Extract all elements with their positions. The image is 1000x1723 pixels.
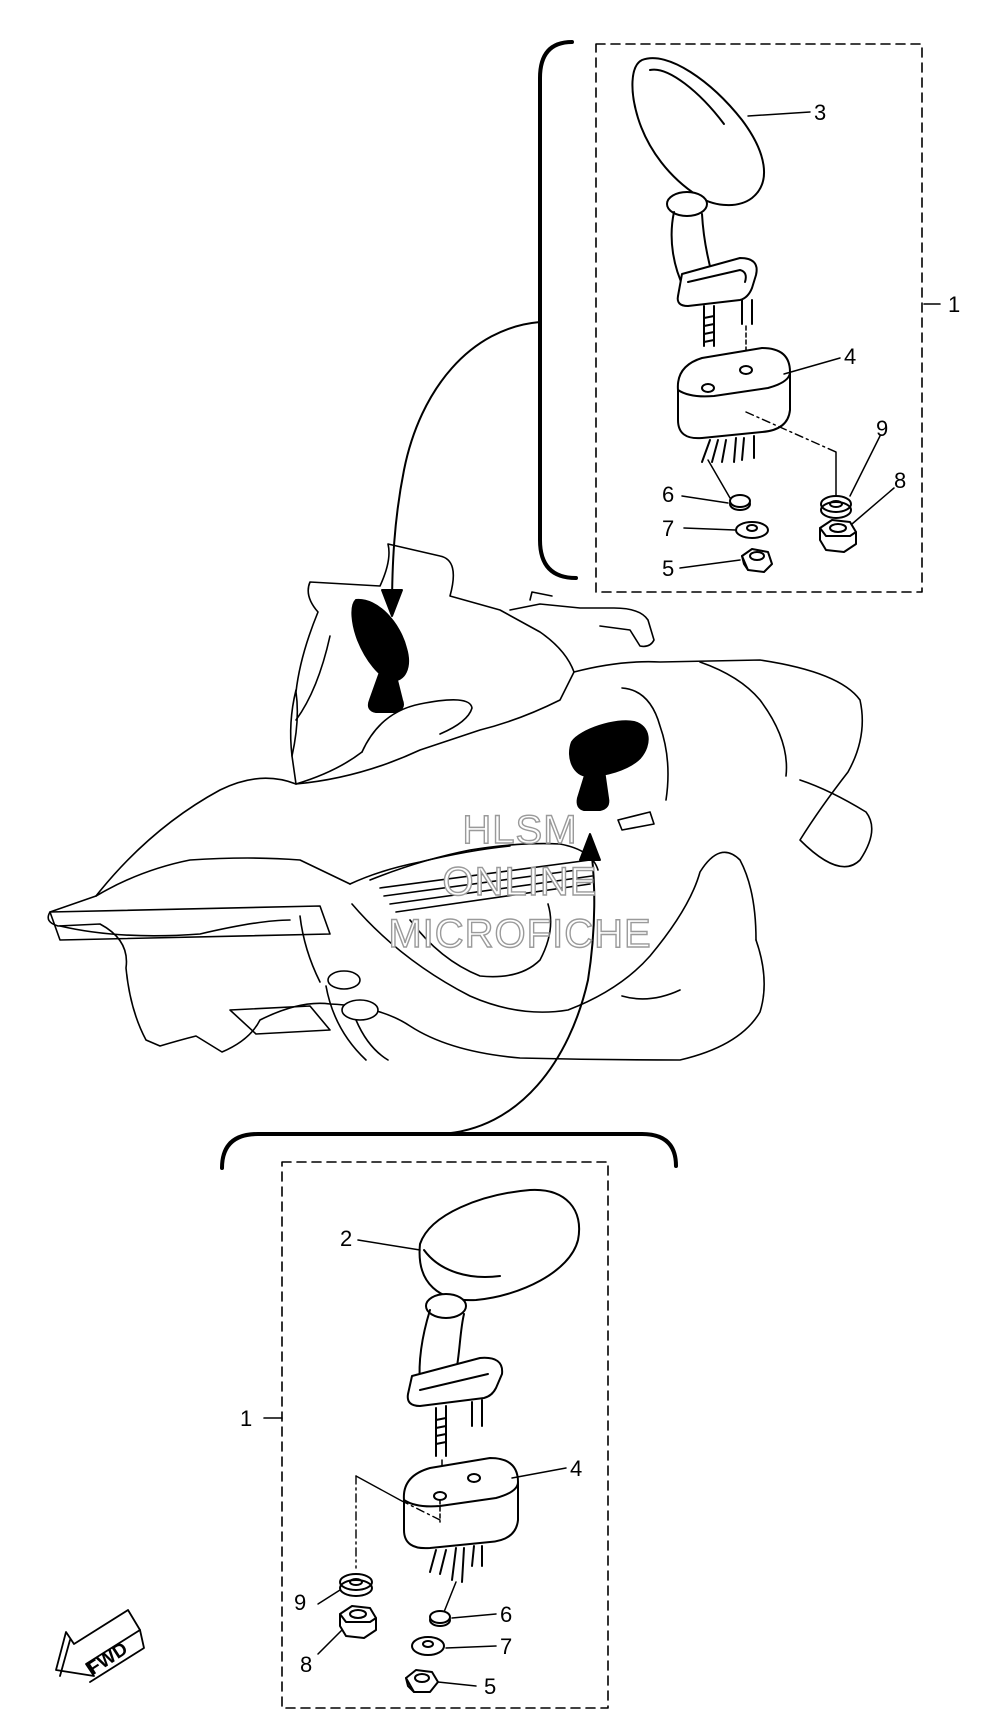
callout-top-nut-a: 5 [662, 556, 675, 581]
callout-top-grommet: 9 [876, 416, 889, 441]
leader-arrow-bottom [439, 841, 596, 1135]
bottom-detail-bracket [220, 1132, 678, 1170]
bottom-washer-6 [429, 1610, 497, 1627]
callout-top-bracket: 4 [844, 344, 857, 369]
watermark-line-1: HLSM [462, 808, 578, 852]
top-grommet-9 [820, 435, 881, 519]
callout-bottom-mirror: 2 [340, 1226, 353, 1251]
callout-bottom-washer-b: 7 [500, 1634, 513, 1659]
callout-bottom-bracket: 4 [570, 1456, 583, 1481]
top-detail-bracket [538, 40, 578, 580]
left-mirror-silhouette [351, 598, 410, 713]
right-mirror-silhouette [569, 720, 649, 811]
bottom-washer-7 [411, 1636, 497, 1656]
bottom-assembly-dashed-box [281, 1161, 609, 1709]
watermark-line-3: MICROFICHE [388, 912, 652, 956]
bottom-mirror-part [357, 1188, 581, 1491]
callout-top-mirror: 3 [814, 100, 827, 125]
top-washer-6 [681, 494, 751, 511]
callout-bottom-grommet: 9 [294, 1590, 307, 1615]
bottom-nut-8 [317, 1605, 377, 1655]
bottom-nut-5 [405, 1669, 477, 1693]
callout-bottom-assembly: 1 [240, 1406, 253, 1431]
callout-top-assembly: 1 [948, 292, 961, 317]
callout-bottom-nut-b: 8 [300, 1652, 313, 1677]
top-mirror-part [631, 57, 811, 359]
top-nut-8 [819, 487, 895, 553]
bottom-grommet-9 [317, 1573, 373, 1605]
top-bracket-part [676, 347, 841, 499]
top-assembly-dashed-box [595, 43, 923, 593]
fwd-arrow-icon [55, 1609, 145, 1683]
watercraft-body [47, 543, 873, 1061]
leader-arrow-top [391, 321, 541, 611]
callout-top-washer-a: 6 [662, 482, 675, 507]
top-nut-5 [679, 548, 773, 573]
callout-top-nut-b: 8 [894, 468, 907, 493]
callout-top-washer-b: 7 [662, 516, 675, 541]
top-washer-7 [683, 521, 769, 539]
bottom-bracket-part [355, 1457, 567, 1613]
callout-bottom-nut-a: 5 [484, 1674, 497, 1699]
callout-bottom-washer-a: 6 [500, 1602, 513, 1627]
watermark-line-2: ONLINE [442, 860, 598, 904]
